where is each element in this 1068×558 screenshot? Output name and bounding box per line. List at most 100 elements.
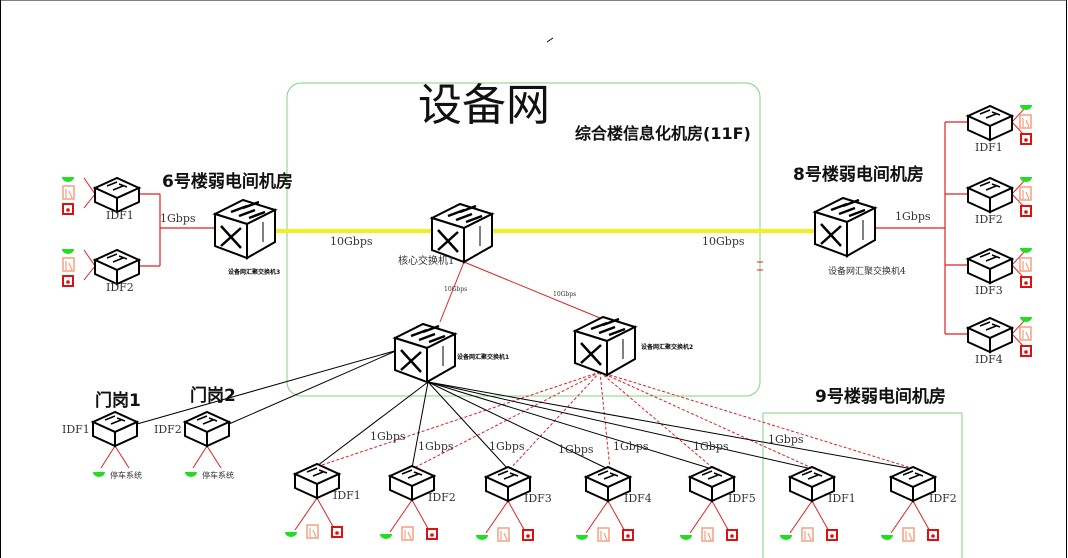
alarm-icon-dot: [66, 208, 70, 212]
alarm-icon-dot: [1024, 281, 1028, 285]
idf-label: IDF2: [154, 423, 182, 436]
link-ap: [389, 499, 413, 533]
link-gate-ap: [100, 445, 116, 469]
idf-label: IDF5: [728, 492, 756, 505]
idf-label: IDF4: [975, 353, 1003, 366]
idf-label: IDF1: [62, 423, 90, 436]
alarm-icon-dot: [430, 533, 434, 537]
wireless-ap-icon: [285, 532, 297, 537]
agg1-switch-label: 设备网汇聚交换机1: [457, 353, 509, 361]
wireless-ap-icon: [1020, 248, 1032, 253]
idf-switch-b8[interactable]: [967, 248, 1013, 284]
alarm-icon-dot: [335, 531, 339, 535]
wireless-ap-icon: [62, 177, 74, 182]
agg-switch-4[interactable]: [813, 196, 877, 258]
idf-label: IDF1: [828, 492, 856, 505]
idf-switch-b6[interactable]: [94, 249, 140, 285]
camera-icon-glyph: [65, 261, 73, 271]
link-alarm: [316, 497, 336, 531]
wireless-ap-icon: [62, 249, 74, 254]
alarm-icon-dot: [1024, 350, 1028, 354]
link-label: 1Gbps: [160, 212, 196, 225]
camera-icon-glyph: [1022, 118, 1030, 128]
idf-switch-b8[interactable]: [967, 105, 1013, 141]
agg-switch-1[interactable]: [393, 322, 457, 384]
link-gate-ap: [192, 445, 208, 469]
link-core-agg2: [463, 261, 601, 319]
link-core-agg1: [439, 261, 465, 323]
idf-switch-gate[interactable]: [184, 411, 230, 447]
link-label: 1Gbps: [418, 440, 454, 453]
wireless-ap-icon: [576, 535, 588, 540]
wireless-ap-icon: [680, 535, 692, 540]
idf-label: IDF2: [428, 491, 456, 504]
wireless-ap-icon: [185, 472, 197, 477]
idf-label: IDF1: [106, 209, 134, 222]
link-agg1-gate: [228, 349, 399, 425]
camera-icon: [1019, 326, 1032, 341]
idf-label: IDF3: [524, 492, 552, 505]
tick-marks: [757, 261, 763, 271]
camera-icon-glyph: [704, 531, 712, 541]
idf-label: IDF2: [975, 213, 1003, 226]
link-gate-parking: [114, 445, 130, 469]
camera-icon: [597, 527, 610, 542]
wireless-ap-icon: [93, 472, 105, 477]
idf-switch-b8[interactable]: [967, 177, 1013, 213]
alarm-icon-dot: [1024, 138, 1028, 142]
camera-icon: [62, 185, 75, 200]
link-ap: [83, 249, 96, 267]
camera-icon-glyph: [65, 189, 73, 199]
camera-icon-glyph: [500, 531, 508, 541]
link-label: 1Gbps: [768, 433, 804, 446]
gate1-label: 门岗1: [95, 390, 141, 411]
camera-icon: [801, 527, 814, 542]
agg3-switch-label: 设备网汇聚交换机3: [228, 268, 280, 276]
camera-icon-glyph: [1022, 330, 1030, 340]
agg-switch-3[interactable]: [213, 198, 277, 260]
agg-switch-2[interactable]: [573, 315, 637, 377]
camera-icon: [497, 527, 510, 542]
link-ap: [585, 500, 609, 534]
link-agg1-idf: [427, 381, 914, 470]
link-ap: [1011, 107, 1026, 123]
link-agg2-idf: [599, 371, 611, 470]
idf-switch-b8[interactable]: [967, 317, 1013, 353]
alarm-icon-dot: [730, 534, 734, 538]
agg2-switch-label: 设备网汇聚交换机2: [641, 343, 693, 351]
idf-switch-gate[interactable]: [92, 411, 138, 447]
link-alarm: [83, 265, 96, 281]
camera-icon: [1019, 114, 1032, 129]
link-agg1-idf: [316, 381, 429, 467]
link-alarm: [912, 500, 932, 534]
camera-icon: [306, 524, 319, 539]
stray-mark: [546, 37, 554, 43]
camera-icon: [1019, 186, 1032, 201]
core-switch-1[interactable]: [430, 202, 494, 264]
idf-label: IDF4: [624, 492, 652, 505]
link-ap: [1011, 179, 1026, 195]
b6-room-label: 6号楼弱电间机房: [162, 171, 293, 192]
link-ap: [1011, 319, 1026, 335]
wireless-ap-icon: [881, 535, 893, 540]
idf-switch-b6[interactable]: [94, 177, 140, 213]
camera-icon: [401, 526, 414, 541]
link-agg1-idf: [427, 381, 713, 470]
alarm-icon-dot: [526, 534, 530, 538]
link-label: 10Gbps: [444, 286, 467, 293]
idf-label: IDF2: [929, 492, 957, 505]
camera-icon-glyph: [905, 531, 913, 541]
idf-label: IDF1: [333, 489, 361, 502]
link-label: 1Gbps: [895, 210, 931, 223]
alarm-icon-dot: [1024, 210, 1028, 214]
link-label: 10Gbps: [553, 291, 576, 298]
link-label: 1Gbps: [693, 440, 729, 453]
link-label: 1Gbps: [613, 440, 649, 453]
link-alarm: [507, 500, 527, 534]
wireless-ap-icon: [1020, 105, 1032, 110]
link-agg1-idf: [427, 381, 609, 470]
alarm-icon-dot: [931, 534, 935, 538]
link-ap: [890, 500, 914, 534]
parking-system-label: 停车系统: [110, 470, 142, 480]
